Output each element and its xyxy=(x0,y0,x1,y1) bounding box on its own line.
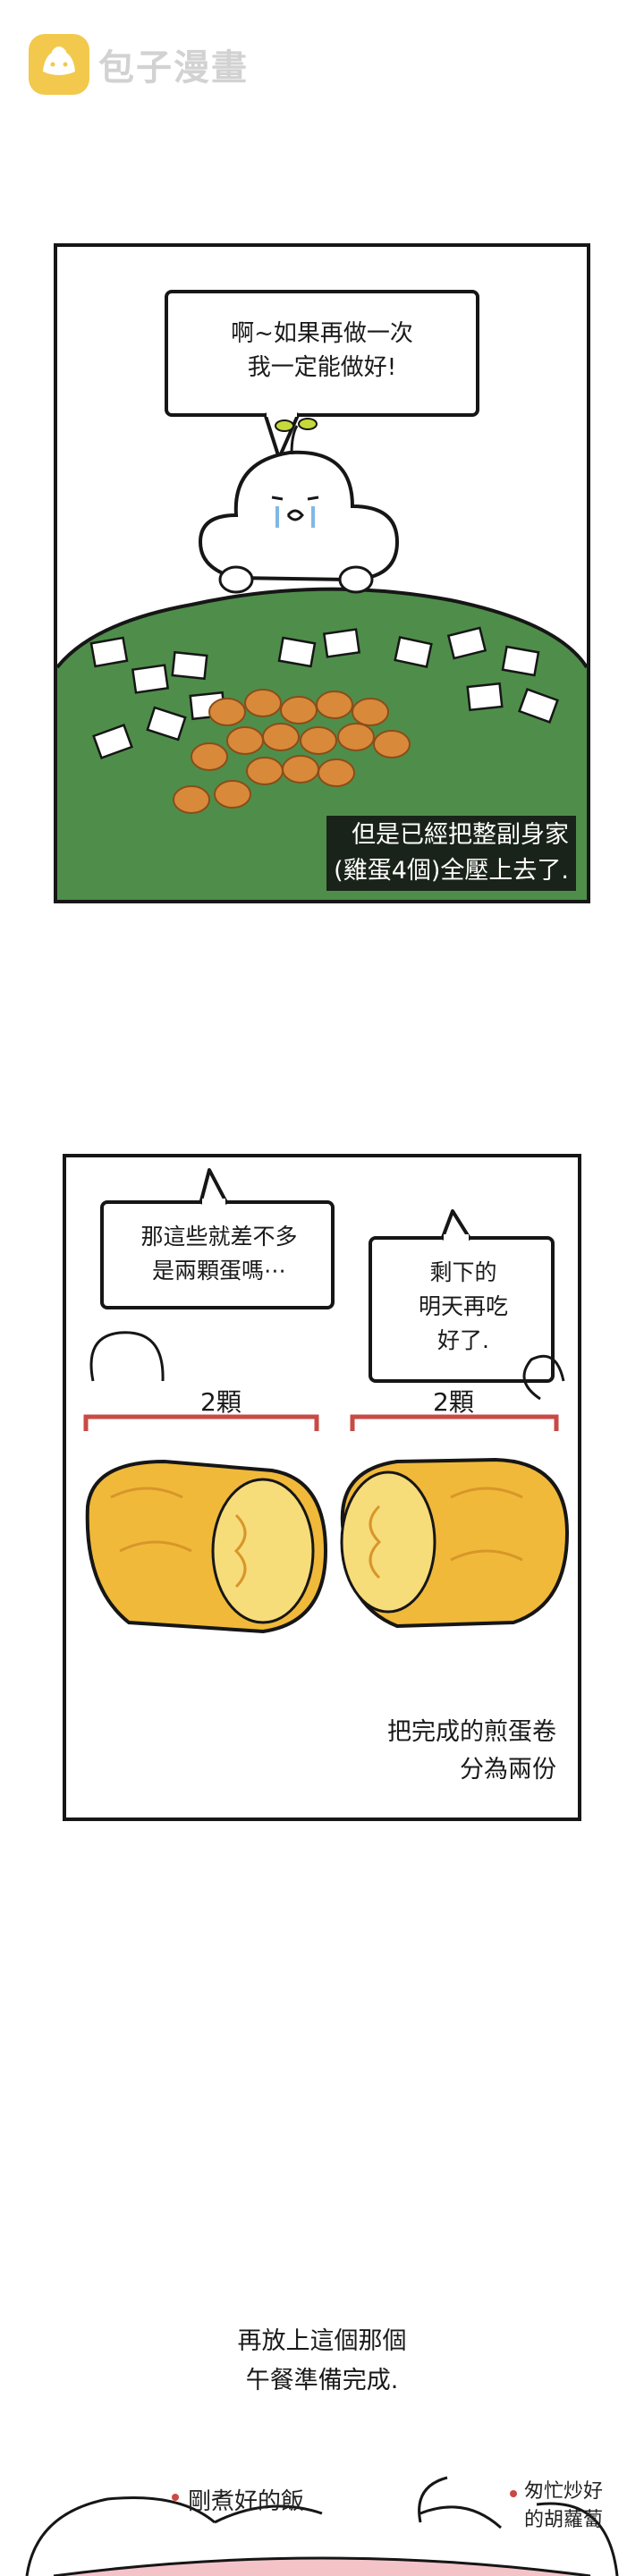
speech-line-1: 啊~如果再做一次 xyxy=(231,320,413,347)
omelette-right xyxy=(340,1457,570,1629)
comic-panel-1: 啊~如果再做一次 我一定能做好! 但是已經把整副身家 (雞蛋4個)全壓上去了. xyxy=(54,243,590,903)
carrot-label: 匆忙炒好 的胡蘿蔔 xyxy=(524,2478,603,2535)
panel-2-caption-line-1: 把完成的煎蛋卷 xyxy=(387,1718,556,1746)
panel-2-caption-line-2: 分為兩份 xyxy=(460,1756,556,1784)
right-bubble-line-3: 好了. xyxy=(437,1327,489,1353)
carrot-label-line-2: 的胡蘿蔔 xyxy=(524,2509,604,2531)
left-bubble-text: 那這些就差不多 是兩顆蛋嗎⋯ xyxy=(102,1220,336,1288)
lunchbox-sketch xyxy=(25,2476,619,2576)
left-count-label: 2顆 xyxy=(200,1387,242,1417)
comic-panel-2: 那這些就差不多 是兩顆蛋嗎⋯ 剩下的 明天再吃 好了. 2顆 2顆 把完成的煎蛋… xyxy=(63,1154,581,1821)
narration-line-2: 午餐準備完成. xyxy=(245,2367,399,2394)
right-bubble-line-1: 剩下的 xyxy=(429,1259,497,1285)
omelette-left xyxy=(85,1459,328,1634)
logo-text: 包子漫畫 xyxy=(98,47,249,89)
rice-label: 剛煮好的飯 xyxy=(188,2488,305,2515)
left-bubble-line-1: 那這些就差不多 xyxy=(140,1224,298,1250)
bun-mascot-icon xyxy=(29,34,89,95)
speech-bubble-text: 啊~如果再做一次 我一定能做好! xyxy=(163,317,481,385)
site-logo[interactable]: 包子漫畫 xyxy=(27,32,249,97)
narration-text: 再放上這個那個 午餐準備完成. xyxy=(0,2322,644,2401)
caption-line-2: (雞蛋4個)全壓上去了. xyxy=(334,857,569,885)
right-bubble-line-2: 明天再吃 xyxy=(418,1293,508,1319)
panel-1-caption: 但是已經把整副身家 (雞蛋4個)全壓上去了. xyxy=(326,816,576,891)
character-body xyxy=(198,450,400,582)
speech-bubble-1 xyxy=(165,290,479,460)
carrot-label-line-1: 匆忙炒好 xyxy=(524,2480,604,2503)
panel-2-caption: 把完成的煎蛋卷 分為兩份 xyxy=(387,1714,556,1789)
narration-line-1: 再放上這個那個 xyxy=(237,2327,407,2355)
left-bubble-line-2: 是兩顆蛋嗎⋯ xyxy=(151,1258,286,1284)
speech-line-2: 我一定能做好! xyxy=(247,354,397,381)
right-count-label: 2顆 xyxy=(433,1387,474,1417)
omelette-scene xyxy=(83,1168,570,1634)
caption-line-1: 但是已經把整副身家 xyxy=(352,821,569,849)
right-bubble-text: 剩下的 明天再吃 好了. xyxy=(370,1256,556,1358)
